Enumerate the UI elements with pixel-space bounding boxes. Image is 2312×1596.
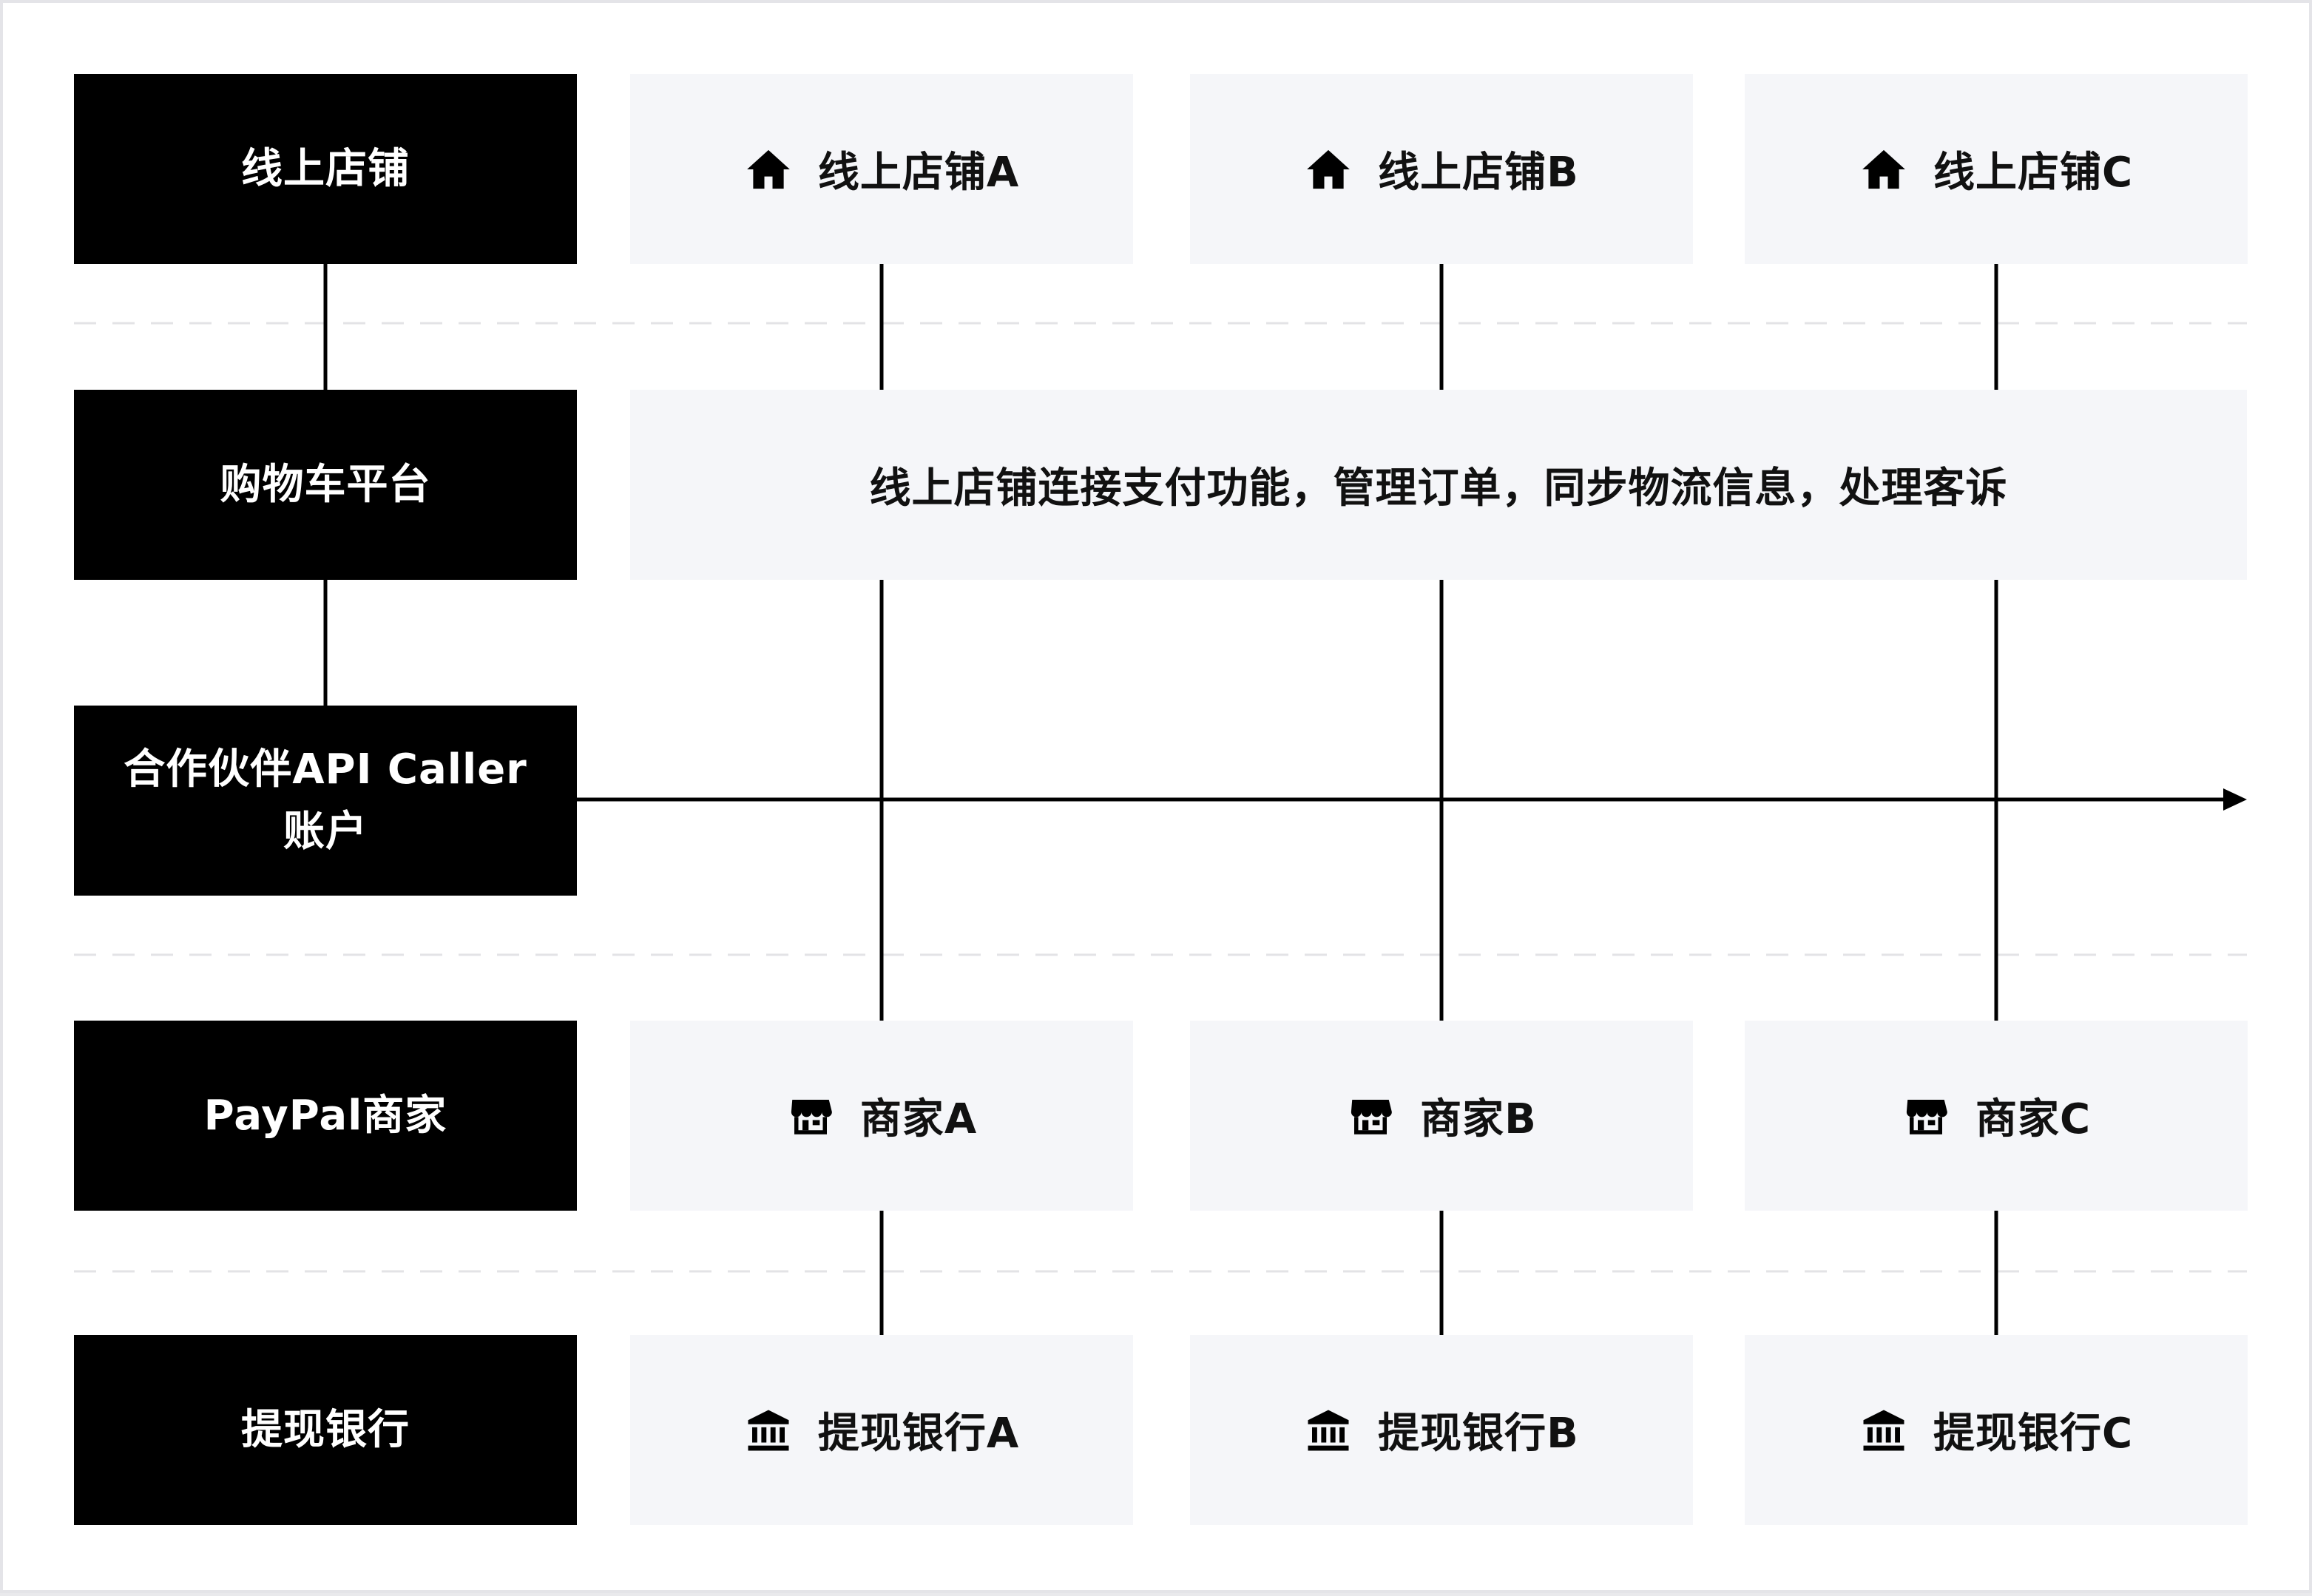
row-label-text: PayPal商家 xyxy=(203,1091,447,1140)
row-label-api-caller-account: 合作伙伴API Caller 账户 xyxy=(74,706,577,896)
merchant-label: 商家A xyxy=(859,1095,978,1143)
bank-a-box: 提现银行A xyxy=(630,1335,1133,1525)
bank-label: 提现银行C xyxy=(1933,1410,2134,1458)
store-a-box: 线上店铺A xyxy=(630,74,1133,264)
bank-label: 提现银行B xyxy=(1378,1410,1579,1458)
bank-icon xyxy=(1304,1406,1353,1455)
diagram: 线上店铺 购物车平台 合作伙伴API Caller 账户 PayPal商家 提现… xyxy=(3,3,2312,1596)
merchant-a-box: 商家A xyxy=(630,1021,1133,1211)
row-label-paypal-merchant: PayPal商家 xyxy=(74,1021,577,1211)
house-icon xyxy=(1304,145,1353,194)
storefront-icon xyxy=(786,1092,835,1140)
section-dividers xyxy=(74,322,2247,1273)
row-label-cart-platform: 购物车平台 xyxy=(74,390,577,580)
row-label-online-store: 线上店铺 xyxy=(74,74,577,264)
row-label-text: 线上店铺 xyxy=(241,144,410,193)
bank-label: 提现银行A xyxy=(817,1410,1020,1458)
bank-b-box: 提现银行B xyxy=(1190,1335,1693,1525)
store-label: 线上店铺A xyxy=(817,149,1020,197)
row-label-text: 合作伙伴API Caller 账户 xyxy=(124,745,527,856)
connector-layer xyxy=(74,264,2247,1335)
platform-description-box: 线上店铺连接支付功能，管理订单，同步物流信息，处理客诉 xyxy=(630,390,2247,580)
storefront-icon xyxy=(1346,1092,1395,1140)
merchant-c-box: 商家C xyxy=(1745,1021,2248,1211)
house-icon xyxy=(1859,145,1908,194)
merchant-label: 商家B xyxy=(1420,1095,1537,1143)
platform-description-text: 线上店铺连接支付功能，管理订单，同步物流信息，处理客诉 xyxy=(869,464,2008,513)
merchant-b-box: 商家B xyxy=(1190,1021,1693,1211)
row-label-withdrawal-bank: 提现银行 xyxy=(74,1335,577,1525)
house-icon xyxy=(744,145,793,194)
bank-icon xyxy=(1859,1406,1908,1455)
bank-c-box: 提现银行C xyxy=(1745,1335,2248,1525)
bank-icon xyxy=(744,1406,793,1455)
api-caller-arrow-head xyxy=(2223,788,2247,811)
merchant-label: 商家C xyxy=(1975,1095,2092,1143)
row-label-text: 购物车平台 xyxy=(220,460,431,509)
row-label-text: 提现银行 xyxy=(241,1405,410,1454)
store-c-box: 线上店铺C xyxy=(1745,74,2248,264)
storefront-icon xyxy=(1902,1092,1950,1140)
store-label: 线上店铺C xyxy=(1933,149,2134,197)
store-label: 线上店铺B xyxy=(1378,149,1579,197)
store-b-box: 线上店铺B xyxy=(1190,74,1693,264)
